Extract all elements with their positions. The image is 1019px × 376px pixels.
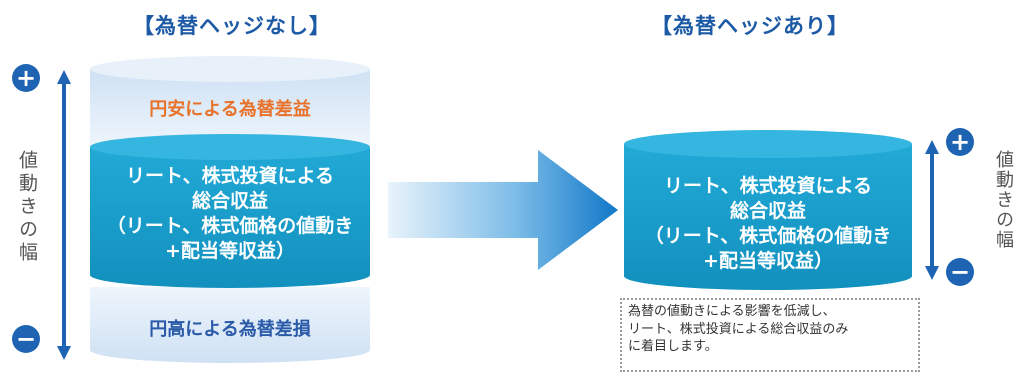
left-core-line: リート、株式投資による xyxy=(125,165,335,187)
left-core-line: （リート、株式価格の値動き xyxy=(106,215,354,237)
right-core-line: +配当等収益） xyxy=(703,250,833,272)
right-cylinder xyxy=(624,130,912,290)
right-plus-icon: + xyxy=(946,128,974,156)
left-range-arrow xyxy=(57,70,71,360)
left-heading: 【為替ヘッジなし】 xyxy=(133,14,331,38)
right-core-line: （リート、株式価格の値動き xyxy=(644,225,892,247)
fx-loss-label: 円高による為替差損 xyxy=(149,319,311,340)
transition-arrow-icon xyxy=(388,150,618,270)
left-core-line: 総合収益 xyxy=(191,190,268,212)
hedge-note-box: 為替の値動きによる影響を低減し、 リート、株式投資による総合収益のみ に着目しま… xyxy=(620,298,920,372)
right-heading: 【為替ヘッジあり】 xyxy=(651,14,849,38)
left-axis-label: 値動きの幅 xyxy=(16,150,38,265)
fx-gain-label: 円安による為替差益 xyxy=(149,99,311,120)
right-range-arrow xyxy=(925,140,939,280)
left-minus-icon: − xyxy=(12,325,40,353)
right-core-text: リート、株式投資による 総合収益 （リート、株式価格の値動き +配当等収益） xyxy=(628,170,908,278)
right-core-line: 総合収益 xyxy=(729,200,806,222)
left-core-line: +配当等収益） xyxy=(165,240,295,262)
left-plus-icon: + xyxy=(12,64,40,92)
right-minus-icon: − xyxy=(946,258,974,286)
right-axis-label: 値動きの幅 xyxy=(993,150,1014,250)
left-cylinder xyxy=(90,56,370,363)
note-line: に着目します。 xyxy=(628,339,718,355)
note-line: リート、株式投資による総合収益のみ xyxy=(628,321,849,337)
left-core-text: リート、株式投資による 総合収益 （リート、株式価格の値動き +配当等収益） xyxy=(90,160,370,268)
note-line: 為替の値動きによる影響を低減し、 xyxy=(628,304,836,319)
right-core-line: リート、株式投資による xyxy=(663,175,873,197)
